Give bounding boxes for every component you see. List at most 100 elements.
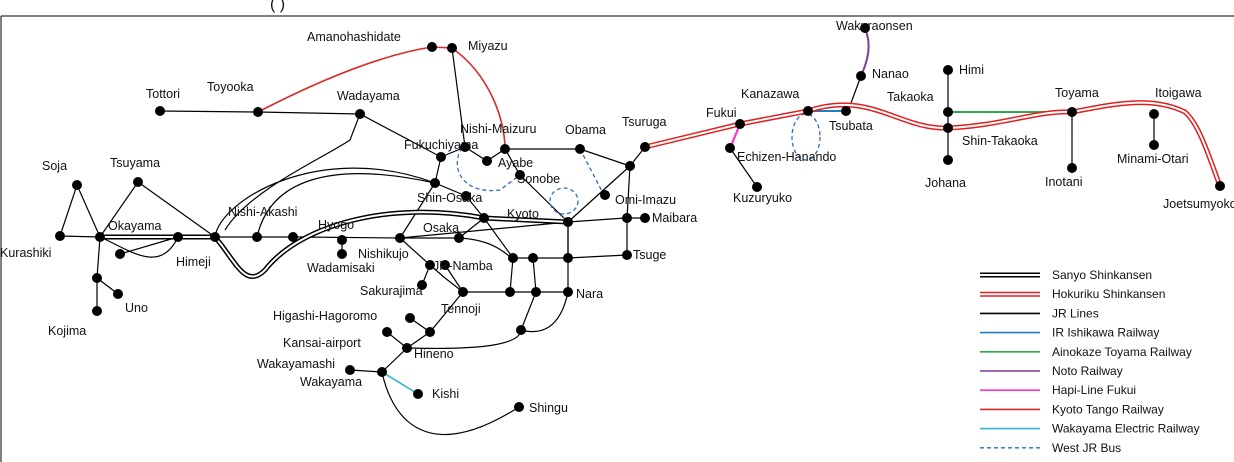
label-higashi-hagoromo: Higashi-Hagoromo [273,309,377,323]
legend-label-hapi: Hapi-Line Fukui [1052,383,1136,397]
label-toyooka: Toyooka [207,80,254,94]
legend-item-tango: Kyoto Tango Railway [980,402,1164,416]
legend-item-hapi: Hapi-Line Fukui [980,383,1136,397]
label-maibara: Maibara [652,211,697,225]
node-nishi-maizuru-jct [460,142,470,152]
legend-item-ainokaze: Ainokaze Toyama Railway [980,345,1192,359]
node-sonobe [515,170,525,180]
wakayama-electric-line [381,371,419,395]
node-shingu [514,402,524,412]
label-echizen-hanando: Echizen-Hanando [737,150,836,164]
node-miyazu [447,43,457,53]
node-tsubata [841,106,851,116]
node-nishikujo-west [395,233,405,243]
node-itoigawa [1149,109,1159,119]
node-himeji-west [210,232,220,242]
label-tsuge: Tsuge [633,248,666,262]
node-tennoji-north [458,287,468,297]
header-fragment: ( ) [270,0,285,13]
label-tsubata: Tsubata [829,119,873,133]
node-osaka [454,233,464,243]
legend-item-hokuriku: Hokuriku Shinkansen [980,287,1165,301]
label-nanao: Nanao [872,67,909,81]
node-kuzuryuko [752,182,762,192]
label-johana: Johana [925,176,966,190]
node-kansai-airport [382,327,392,337]
node-echizen-hanando [725,143,735,153]
label-omi-imazu: Omi-Imazu [615,193,676,207]
node-ayabe [482,156,492,166]
label-amanohashidate: Amanohashidate [307,30,401,44]
node-omi-imazu [600,190,610,200]
node-nishi-akashi [252,232,262,242]
label-okayama: Okayama [108,219,162,233]
legend-label-hokuriku: Hokuriku Shinkansen [1052,287,1165,301]
node-oji [505,287,515,297]
node-shin-takaoka [943,123,953,133]
node-wakayamashi [345,365,355,375]
node-kyoto [563,217,573,227]
label-shin-osaka: Shin-Osaka [417,191,482,205]
label-fukuchiyama: Fukuchiyama [404,138,478,152]
label-nishikujo: Nishikujo [358,247,409,261]
legend-label-tango: Kyoto Tango Railway [1052,402,1164,416]
node-hineno [402,343,412,353]
noto-railway-line [860,27,870,77]
label-kyoto: Kyoto [507,207,539,221]
label-kurashiki: Kurashiki [0,246,51,260]
legend-label-ishikawa: IR Ishikawa Railway [1052,326,1159,340]
label-nara: Nara [576,287,603,301]
node-tsuruga [640,142,650,152]
node-akashi [288,232,298,242]
station-labels: Soja Tsuyama Kurashiki Okayama Himeji Ko… [0,19,1234,415]
node-wakuraonsen [860,23,870,33]
label-toyama: Toyama [1055,86,1099,100]
legend-item-bus: West JR Bus [980,441,1121,455]
node-tsuge [622,250,632,260]
legend-label-noto: Noto Railway [1052,364,1123,378]
legend-item-sanyo: Sanyo Shinkansen [980,268,1152,282]
label-jr-namba: JR-Namba [433,259,493,273]
node-nishi-maizuru [500,144,510,154]
label-kojima: Kojima [48,324,86,338]
label-kanazawa: Kanazawa [741,87,799,101]
node-nara [563,287,573,297]
legend-label-bus: West JR Bus [1052,441,1121,455]
node-kanazawa [803,106,813,116]
legend-label-sanyo: Sanyo Shinkansen [1052,268,1152,282]
jr-lines [59,47,1155,435]
node-jr-namba [440,260,450,270]
node-shin-osaka-north [430,178,440,188]
label-wakayama: Wakayama [300,375,362,389]
node-nanao [856,71,866,81]
node-maibara [640,213,650,223]
node-kizu [563,253,573,263]
node-okayama-branch [115,249,125,259]
node-soja [72,180,82,190]
label-miyazu: Miyazu [468,39,508,53]
label-tsuruga: Tsuruga [622,115,667,129]
legend-label-wakayama_electric: Wakayama Electric Railway [1052,422,1200,436]
node-kishi [413,389,423,399]
node-takada [516,325,526,335]
legend-item-jr: JR Lines [980,306,1099,320]
sanyo-shinkansen [100,209,569,279]
node-himeji [173,232,183,242]
label-osaka: Osaka [423,221,459,235]
node-shin-osaka [461,191,471,201]
label-wadayama: Wadayama [337,89,400,103]
node-sakurajima [417,280,427,290]
label-tennoji: Tennoji [441,302,481,316]
node-chayamachi [92,273,102,283]
node-higashi-hagoromo [405,313,415,323]
label-itoigawa: Itoigawa [1155,86,1202,100]
label-hineno: Hineno [414,347,454,361]
label-tottori: Tottori [146,87,180,101]
node-kyoto-west [479,213,489,223]
label-kansai-airport: Kansai-airport [283,336,361,350]
label-sakurajima: Sakurajima [360,284,423,298]
label-sonobe: Sonobe [517,172,560,186]
node-toyama [1067,107,1077,117]
legend-item-ishikawa: IR Ishikawa Railway [980,326,1159,340]
